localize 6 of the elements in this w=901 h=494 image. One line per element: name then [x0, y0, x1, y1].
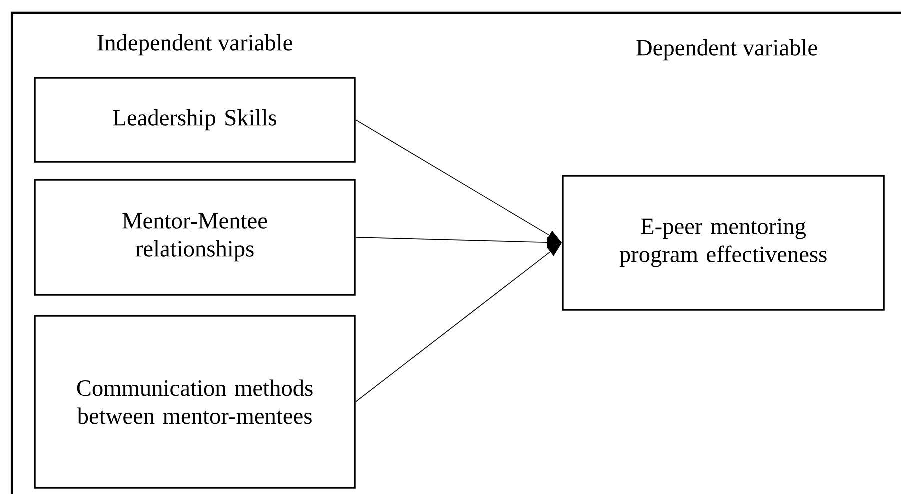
column-heading: Dependent variable	[636, 39, 818, 61]
column-heading: Independent variable	[98, 34, 292, 56]
variable-box: E-peer mentoring program effectiveness	[562, 175, 885, 311]
variable-box: Communication methods between mentor-mentees	[34, 315, 356, 489]
variable-box: Leadership Skills	[34, 77, 356, 163]
variable-box: Mentor-Mentee relationships	[34, 179, 356, 296]
